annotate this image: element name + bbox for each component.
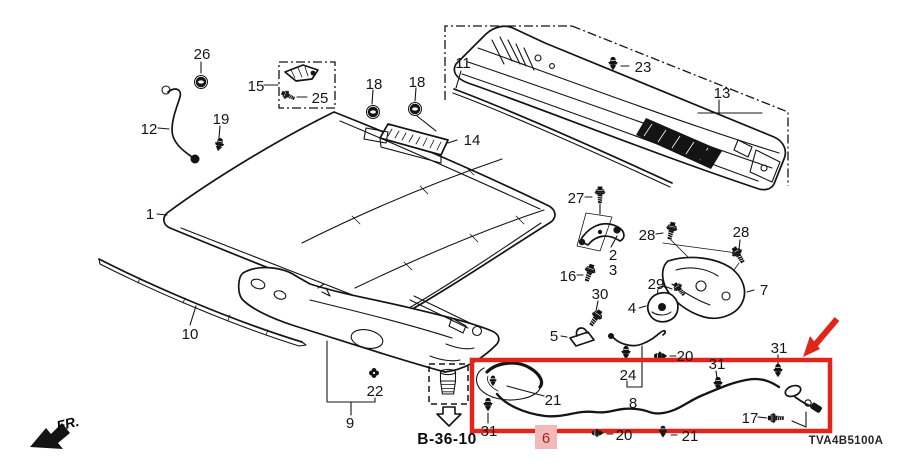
bolt-16-icon [580,262,599,284]
part-callout-21-29[interactable]: 21 [545,392,562,409]
insulator-group [237,266,500,416]
leader-9 [326,340,376,416]
cowl-seal [453,88,673,184]
clip-31c-icon [772,363,784,378]
bolt-28a-icon [663,220,680,241]
clip-24-icon [620,345,632,360]
cable-end-fitting [810,402,822,413]
leader-13 [697,99,763,114]
hinge-group [576,186,625,284]
bolt-27-icon [593,186,607,204]
hood-hinge-2-3 [579,222,625,246]
handle-clip-icon [488,375,498,387]
bolt-25-icon [279,87,297,104]
hood-crease-2 [354,209,545,289]
front-molding-10 [98,258,303,343]
part-callout-31-32[interactable]: 31 [771,340,788,357]
reference-code[interactable]: B-36-10 [417,431,477,448]
part-callout-21-36[interactable]: 21 [682,428,699,445]
part-callout-27-12[interactable]: 27 [568,190,585,207]
part-callout-29-18[interactable]: 29 [648,276,665,293]
hood-crease-1 [301,158,503,244]
clip-19-icon [212,136,226,153]
part-callout-25-2[interactable]: 25 [312,90,329,107]
lock-bracket-7 [661,256,746,320]
part-callout-23-8[interactable]: 23 [635,59,652,76]
part-callout-14-10[interactable]: 14 [464,132,481,149]
part-callout-3-16[interactable]: 3 [609,262,617,279]
part-callout-12-3[interactable]: 12 [141,121,158,138]
bolt-28b-icon [728,243,749,266]
reference-group [428,363,469,427]
molding-group [98,258,307,347]
lock-rod-8 [611,329,667,347]
part-callout-26-0[interactable]: 26 [194,46,211,63]
part-callout-20-35[interactable]: 20 [616,427,633,444]
part-callout-22-25[interactable]: 22 [367,383,384,400]
part-callout-13-9[interactable]: 13 [714,85,731,102]
part-callout-20-24[interactable]: 20 [677,348,694,365]
support-rod-12 [167,88,193,158]
part-callout-28-14[interactable]: 28 [733,224,750,241]
part-callout-15-1[interactable]: 15 [248,78,265,95]
part-callout-18-6[interactable]: 18 [409,74,426,91]
part-callout-11-7[interactable]: 11 [455,55,471,72]
bolt-17-icon [767,412,785,424]
selection-red-box [469,357,833,434]
part-callout-18-5[interactable]: 18 [366,76,383,93]
leader-1 [156,213,168,216]
part-callout-17-33[interactable]: 17 [742,410,759,427]
part-callout-31-31[interactable]: 31 [709,356,726,373]
cable-group [475,354,822,428]
clip-31a-icon [482,397,494,412]
clip-22-icon [369,368,379,378]
selection-arrow [803,317,840,357]
part-callout-31-30[interactable]: 31 [481,423,498,440]
part-callout-8-28[interactable]: 8 [629,395,637,412]
release-handle-lever [485,361,544,389]
front-arrow-icon [30,423,70,449]
part-callout-24-27[interactable]: 24 [620,367,637,384]
part-callout-7-19[interactable]: 7 [760,282,768,299]
striker-5 [569,331,595,347]
part-callout-28-13[interactable]: 28 [639,227,656,244]
clip-21b-icon [658,425,668,438]
grommet-18b-icon [407,101,423,117]
fastener-group-topleft [157,61,336,164]
part-callout-4-21[interactable]: 4 [628,300,636,317]
hood-wire-6 [495,377,781,418]
hood-insulator-9 [237,266,500,373]
hinge-ghost-plate [576,212,613,252]
part-callout-1-11[interactable]: 1 [146,206,154,223]
down-arrow-icon [436,406,462,427]
part-callout-2-15[interactable]: 2 [609,247,617,264]
latch-group [560,220,755,388]
part-callout-9-26[interactable]: 9 [346,415,354,432]
cable-eyelet [784,384,802,398]
section-border-dashdot [444,25,572,100]
wiper-area-hatch [491,36,535,71]
grommet-18a-icon [365,104,381,120]
part-callout-10-22[interactable]: 10 [182,326,199,343]
part-callout-19-4[interactable]: 19 [213,111,230,128]
diagram-code: TVA4B5100A [809,435,884,447]
leader-8-24 [626,345,643,388]
part-callout-16-17[interactable]: 16 [560,268,577,285]
leader-11 [455,70,462,89]
part-callout-5-23[interactable]: 5 [550,328,558,345]
selected-part-highlight [535,425,557,449]
vent-group [363,87,458,164]
front-label: FR. [55,413,81,434]
cowl-top-panel [453,25,787,191]
lock-part-15 [284,64,319,82]
grommet-26-icon [193,74,209,90]
part-callout-6-34[interactable]: 6 [542,430,550,447]
front-direction-group: FR. [30,413,81,449]
cowl-section [444,25,789,191]
bottom-row-layer [535,363,784,449]
rubber-plug-icon [439,368,457,395]
clip-23-icon [607,56,619,71]
part-callout-30-20[interactable]: 30 [592,286,609,303]
